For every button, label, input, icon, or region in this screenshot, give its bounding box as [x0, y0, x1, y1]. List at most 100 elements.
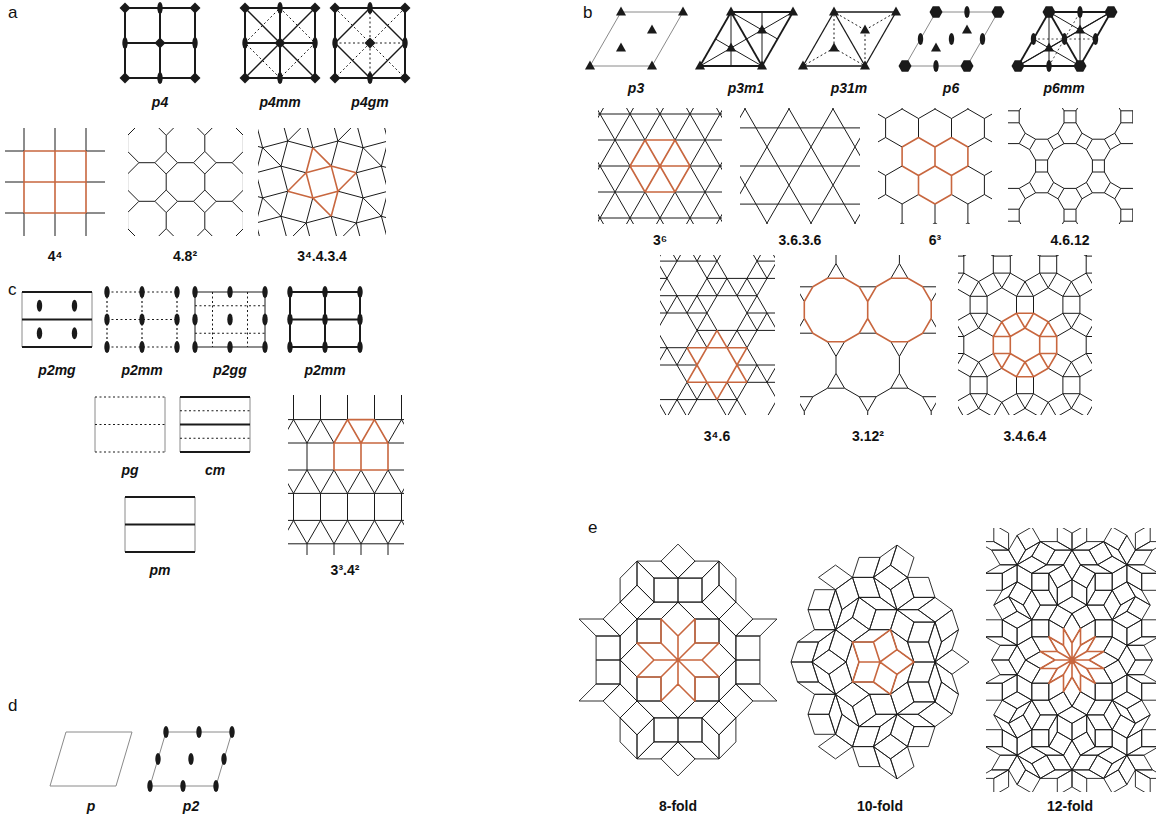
square-cell: [240, 2, 321, 84]
symmetry-line: [590, 66, 652, 67]
twofold-symbol: [213, 780, 218, 792]
tiling-edges: [958, 255, 1092, 415]
periodic-tiling: [740, 108, 860, 224]
twofold-symbol: [277, 72, 282, 84]
twofold-symbol: [147, 780, 152, 792]
tiling-name: 8-fold: [659, 798, 697, 814]
periodic-tiling: [128, 128, 243, 236]
highlighted-tiles: [1040, 628, 1103, 691]
twofold-symbol: [367, 2, 372, 14]
tiling-name: 3⁴.4.3.4: [297, 248, 347, 264]
twofold-symbol: [262, 314, 267, 326]
twofold-symbol: [174, 341, 179, 353]
twofold-symbol: [964, 6, 969, 18]
twofold-symbol: [1046, 60, 1051, 72]
twofold-symbol: [104, 314, 109, 326]
tiling-edges: [878, 108, 992, 224]
twofold-symbol: [332, 37, 337, 49]
twofold-symbol: [188, 753, 193, 765]
tiling-name: 3³.4²: [331, 562, 360, 578]
twofold-symbol: [229, 726, 234, 738]
threefold-symbol: [788, 7, 798, 16]
symmetry-line: [335, 8, 405, 78]
symmetry-line: [180, 396, 250, 398]
tiling-name: 6³: [929, 232, 941, 248]
highlighted-edges: [687, 330, 747, 399]
twofold-symbol: [104, 286, 109, 298]
highlighted-edges: [24, 151, 86, 213]
twofold-symbol: [262, 286, 267, 298]
twofold-symbol: [357, 286, 362, 298]
highlighted-edges: [993, 313, 1056, 376]
symmetry-line: [335, 43, 370, 78]
fourfold-symbol: [310, 73, 321, 84]
highlighted-edges: [902, 138, 968, 205]
tiling-name: 3.12²: [852, 428, 884, 444]
threefold-symbol: [616, 7, 626, 16]
highlighted-tiles: [853, 630, 915, 695]
fourfold-symbol: [190, 3, 201, 14]
twofold-symbol: [155, 753, 160, 765]
symmetry-line: [95, 451, 165, 452]
twofold-symbol: [163, 726, 168, 738]
twofold-symbol: [287, 314, 292, 326]
symmetry-line: [731, 12, 762, 66]
highlighted-edges: [804, 278, 931, 341]
twofold-symbol: [980, 33, 985, 45]
twofold-symbol: [122, 37, 127, 49]
twofold-symbol: [918, 33, 923, 45]
symmetry-line: [22, 319, 92, 321]
symmetry-line: [22, 346, 92, 348]
twofold-symbol: [180, 780, 185, 792]
rectangular-cell: [104, 286, 179, 353]
highlighted-tiles: [637, 619, 719, 701]
symmetry-line: [731, 12, 732, 66]
tiling-edges: [1008, 108, 1133, 224]
twofold-symbol: [104, 341, 109, 353]
plane-group-name: p4mm: [259, 94, 300, 110]
periodic-tiling: [958, 255, 1092, 415]
periodic-tiling: [1008, 108, 1133, 224]
plane-group-name: p2mm: [121, 362, 162, 378]
threefold-symbol: [647, 25, 657, 34]
symmetry-line: [590, 12, 621, 66]
plane-group-name: p4: [152, 94, 168, 110]
twofold-symbol: [322, 314, 327, 326]
symmetry-line: [245, 43, 280, 78]
panel-letter: c: [8, 280, 17, 300]
plane-group-name: pm: [150, 562, 171, 578]
twofold-symbol: [402, 37, 407, 49]
symmetry-line: [245, 8, 280, 43]
twofold-symbol: [1093, 33, 1098, 45]
highlighted-edges: [630, 140, 690, 192]
sixfold-symbol: [899, 60, 912, 71]
panel-letter: e: [588, 518, 597, 538]
threefold-symbol: [757, 25, 767, 34]
symmetry-line: [865, 12, 896, 66]
tiling-name: 3⁶: [653, 232, 667, 248]
threefold-symbol: [962, 25, 972, 34]
twofold-symbol: [72, 327, 77, 339]
tile-edges: [791, 545, 969, 779]
rectangular-cell: [180, 397, 250, 452]
tiling-name: 3.6.3.6: [779, 232, 822, 248]
threefold-symbol: [798, 61, 808, 70]
tiling-name: 10-fold: [857, 798, 903, 814]
symmetry-line: [803, 12, 834, 66]
plane-group-name: p4gm: [351, 94, 388, 110]
threefold-symbol: [829, 43, 839, 52]
periodic-tiling: [5, 128, 105, 236]
threefold-symbol: [647, 61, 657, 70]
threefold-symbol: [726, 7, 736, 16]
periodic-tiling: [878, 108, 992, 224]
twofold-symbol: [322, 341, 327, 353]
symmetry-line: [1049, 12, 1050, 66]
periodic-tiling: [660, 255, 775, 415]
twofold-symbol: [192, 286, 197, 298]
twofold-symbol: [312, 37, 317, 49]
symmetry-line: [180, 424, 250, 426]
tiling-edges: [258, 128, 386, 236]
symmetry-line: [370, 43, 405, 78]
symmetry-line: [762, 12, 793, 66]
sixfold-symbol: [1043, 6, 1056, 17]
